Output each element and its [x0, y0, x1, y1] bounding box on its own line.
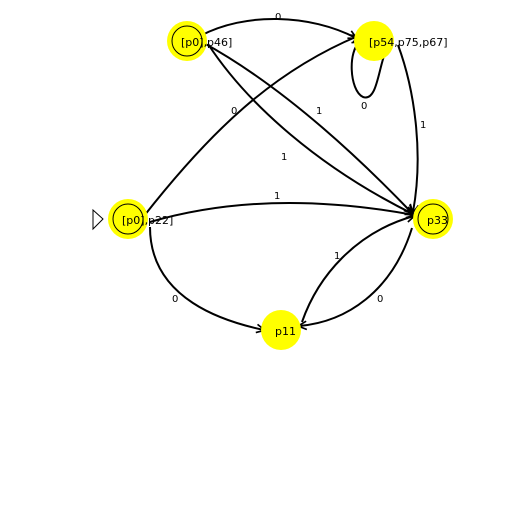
state-s1-accept-ring — [171, 25, 203, 57]
state-s4[interactable]: p33 — [413, 199, 453, 239]
transition-t4 — [201, 41, 412, 213]
state-s5-label: p11 — [275, 325, 296, 338]
transition-t1 — [199, 17, 356, 38]
transition-t7 — [149, 202, 414, 223]
state-s3-circle — [108, 199, 148, 239]
transition-label-t10: 1 — [334, 251, 340, 262]
transition-labels: 0 0 1 1 1 0 1 0 0 1 — [172, 12, 426, 305]
state-s3[interactable]: [p0],p22] — [108, 199, 173, 239]
transition-label-t4: 1 — [316, 106, 322, 117]
state-s1-circle — [167, 21, 207, 61]
state-s4-accept-ring — [417, 203, 449, 235]
transition-t9 — [299, 227, 413, 326]
transition-label-t3: 1 — [420, 120, 426, 131]
state-s1[interactable]: [p0],p46] — [167, 21, 232, 61]
state-s3-accept-ring — [112, 203, 144, 235]
transition-t10 — [301, 216, 414, 323]
transition-label-t5: 1 — [281, 152, 287, 163]
transition-label-t9: 0 — [377, 294, 383, 305]
state-s1-label: [p0],p46] — [181, 36, 232, 49]
transition-label-t1: 0 — [275, 12, 281, 23]
state-s4-circle — [413, 199, 453, 239]
transition-t5 — [207, 43, 413, 214]
transition-t3 — [397, 44, 418, 212]
state-s2-circle — [354, 21, 394, 61]
state-s5[interactable]: p11 — [261, 310, 301, 350]
state-s3-label: [p0],p22] — [122, 214, 173, 227]
state-s2-label: [p54,p75,p67] — [369, 36, 448, 49]
initial-state-marker — [92, 208, 104, 231]
state-s5-circle — [261, 310, 301, 350]
transition-label-t8: 0 — [172, 294, 178, 305]
state-s4-label: p33 — [427, 214, 448, 227]
transition-label-t6: 0 — [231, 106, 237, 117]
transitions — [143, 17, 418, 330]
state-s2[interactable]: [p54,p75,p67] — [354, 21, 448, 61]
transition-t8 — [149, 226, 264, 330]
transition-label-t7: 1 — [274, 191, 280, 202]
transition-t2 — [350, 42, 387, 99]
transition-t6 — [143, 36, 358, 217]
transition-label-t2: 0 — [361, 101, 367, 112]
